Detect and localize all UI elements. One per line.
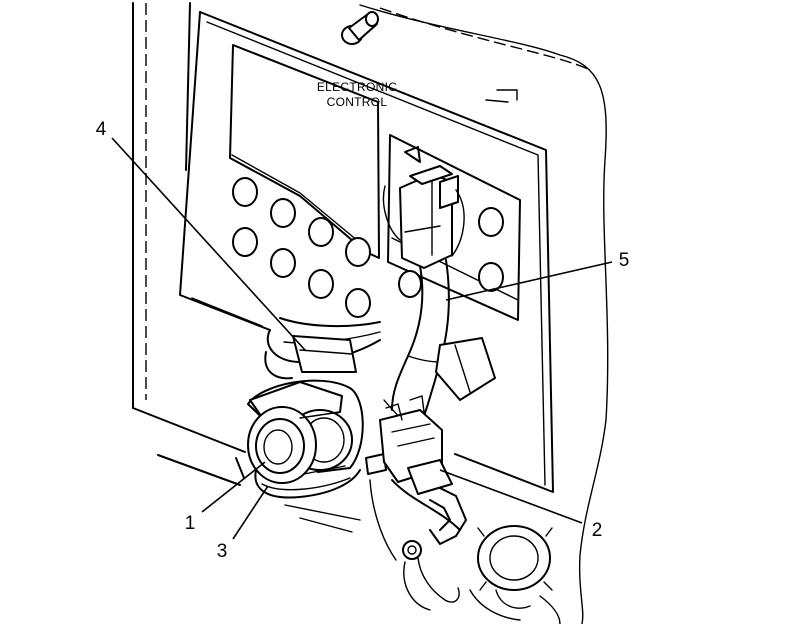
panel-label-line1: ELECTRONIC bbox=[317, 80, 397, 94]
keypad-button bbox=[345, 237, 371, 267]
keypad-button bbox=[308, 269, 334, 299]
panel-label: ELECTRONIC CONTROL bbox=[317, 80, 397, 109]
keypad-button bbox=[478, 207, 504, 237]
keypad-buttons bbox=[232, 177, 504, 318]
wire-clip bbox=[264, 317, 381, 380]
leader-line-4 bbox=[111, 137, 306, 351]
leader-lines bbox=[111, 137, 613, 540]
keypad-button bbox=[270, 198, 296, 228]
gear-assembly bbox=[369, 479, 561, 625]
top-screw bbox=[341, 11, 379, 45]
keypad-button bbox=[270, 248, 296, 278]
callout-3: 3 bbox=[217, 541, 228, 562]
keypad-button bbox=[308, 217, 334, 247]
callout-4: 4 bbox=[96, 119, 107, 140]
callout-5: 5 bbox=[619, 250, 630, 271]
panel-label-line2: CONTROL bbox=[327, 95, 388, 109]
keypad-button bbox=[398, 270, 422, 298]
key-switch-assembly bbox=[247, 379, 364, 484]
control-panel bbox=[179, 11, 554, 493]
leader-line-1 bbox=[201, 461, 266, 513]
callout-2: 2 bbox=[592, 520, 603, 541]
leader-line-3 bbox=[232, 485, 269, 540]
callout-labels: 4 5 1 3 2 bbox=[96, 119, 630, 562]
leader-line-2 bbox=[439, 469, 583, 524]
keypad-button bbox=[232, 227, 258, 257]
connector-plug bbox=[382, 165, 465, 269]
keypad-button bbox=[478, 262, 504, 292]
keypad-button bbox=[345, 288, 371, 318]
callout-1: 1 bbox=[185, 513, 196, 534]
terminal-block bbox=[365, 395, 453, 495]
keypad-button bbox=[232, 177, 258, 207]
leader-line-5 bbox=[445, 261, 613, 301]
mounting-bracket bbox=[235, 457, 361, 533]
enclosure-housing bbox=[132, 2, 609, 625]
